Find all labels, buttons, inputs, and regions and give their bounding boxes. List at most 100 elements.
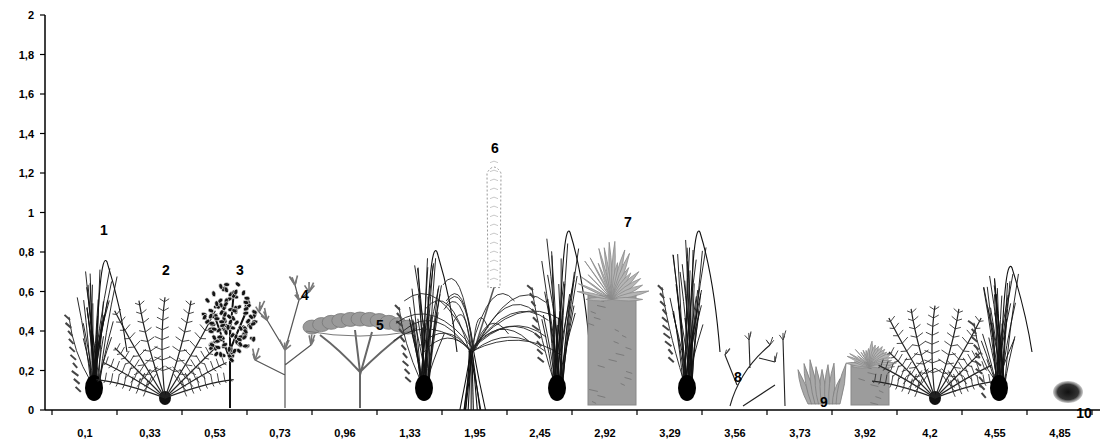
leaflet xyxy=(98,372,100,381)
x-tick xyxy=(51,410,52,415)
x-axis-value: 3,29 xyxy=(659,428,680,439)
leaf xyxy=(285,345,291,350)
leaf xyxy=(229,332,236,339)
leaflet xyxy=(216,359,221,368)
leaflet xyxy=(190,341,202,348)
y-axis-value: 1,6 xyxy=(19,89,34,100)
x-tick xyxy=(181,410,182,415)
spikelet xyxy=(532,325,539,330)
leaflet xyxy=(131,370,138,383)
y-axis-value: 0,8 xyxy=(19,247,34,258)
grass-blade xyxy=(543,315,555,384)
grass-blade xyxy=(1005,336,1015,384)
leaf xyxy=(223,286,229,293)
leaflet xyxy=(911,333,923,338)
grass-blade xyxy=(91,301,109,384)
trunk-texture xyxy=(622,335,626,337)
twig xyxy=(766,340,770,345)
cushion xyxy=(1053,381,1083,403)
spike-mark xyxy=(490,233,498,235)
frond xyxy=(935,365,991,398)
spikelet xyxy=(397,313,401,318)
twig xyxy=(725,350,730,355)
twig xyxy=(770,337,773,345)
leaflet xyxy=(172,367,187,376)
branches xyxy=(255,285,311,408)
leaflet xyxy=(890,323,899,329)
leaf xyxy=(207,308,214,314)
leaflet xyxy=(125,366,132,378)
leaf xyxy=(226,324,230,330)
leaflet xyxy=(182,380,186,397)
tuft-base xyxy=(85,375,103,401)
leaflet xyxy=(930,307,940,310)
trunk-texture xyxy=(870,385,878,387)
spikelet xyxy=(405,369,410,374)
leaflet xyxy=(901,345,913,352)
leaf xyxy=(309,283,314,292)
x-tick xyxy=(506,410,507,415)
callout-number: 6 xyxy=(491,141,499,155)
spikelet xyxy=(531,301,535,306)
leaflet xyxy=(915,380,919,397)
tuft-base xyxy=(415,375,433,401)
leaflet xyxy=(201,351,209,359)
leaf xyxy=(223,282,229,287)
spike-mark xyxy=(490,179,498,181)
grass-tuft xyxy=(395,251,457,401)
spikelet xyxy=(532,309,537,314)
y-tick xyxy=(40,409,45,410)
callout-number: 3 xyxy=(236,263,244,277)
spikelet xyxy=(974,345,979,350)
y-axis-value: 0 xyxy=(28,405,34,416)
leaflet xyxy=(912,341,925,346)
leaflet xyxy=(883,361,888,370)
leaflet xyxy=(890,375,893,387)
spikelet xyxy=(405,377,411,382)
shrub xyxy=(201,281,258,408)
leaf xyxy=(259,301,265,312)
leaflet xyxy=(928,315,939,318)
leaflet xyxy=(160,299,170,302)
frond xyxy=(935,381,998,398)
leaflet xyxy=(181,318,192,323)
spikelet xyxy=(662,317,668,322)
x-tick xyxy=(896,410,897,415)
spikelet xyxy=(68,331,72,336)
trunk-texture xyxy=(598,365,605,367)
leaflet xyxy=(158,308,169,311)
spikelet xyxy=(70,355,76,360)
thin-shrub xyxy=(253,275,315,408)
leaf xyxy=(211,290,216,297)
twig xyxy=(774,356,775,362)
trunk-texture xyxy=(859,379,865,381)
trunk-texture xyxy=(597,395,605,397)
leaf xyxy=(213,313,219,320)
leaflet xyxy=(907,308,916,312)
x-axis-value: 2,92 xyxy=(594,428,615,439)
leaflet xyxy=(897,337,908,343)
x-tick xyxy=(636,410,637,415)
leaf xyxy=(217,335,224,340)
leaflet xyxy=(914,350,928,355)
trunk-texture xyxy=(592,401,596,403)
rosette-leaf xyxy=(855,349,870,366)
leaflet xyxy=(884,374,887,385)
y-axis-value: 0,2 xyxy=(19,365,34,376)
leaf xyxy=(211,326,218,332)
spikelet xyxy=(538,357,544,362)
leaf xyxy=(296,292,299,300)
spikelet xyxy=(660,293,664,298)
leaflet xyxy=(908,316,918,320)
frond xyxy=(162,297,165,398)
leaflet xyxy=(136,309,146,313)
root xyxy=(460,351,471,410)
spikelet xyxy=(668,357,673,362)
panicle-stem xyxy=(69,317,91,382)
frond xyxy=(935,352,981,398)
leaflet xyxy=(186,301,195,305)
leaflet xyxy=(217,373,220,384)
leaflet xyxy=(172,346,186,351)
spikelet xyxy=(66,323,72,328)
x-tick xyxy=(246,410,247,415)
